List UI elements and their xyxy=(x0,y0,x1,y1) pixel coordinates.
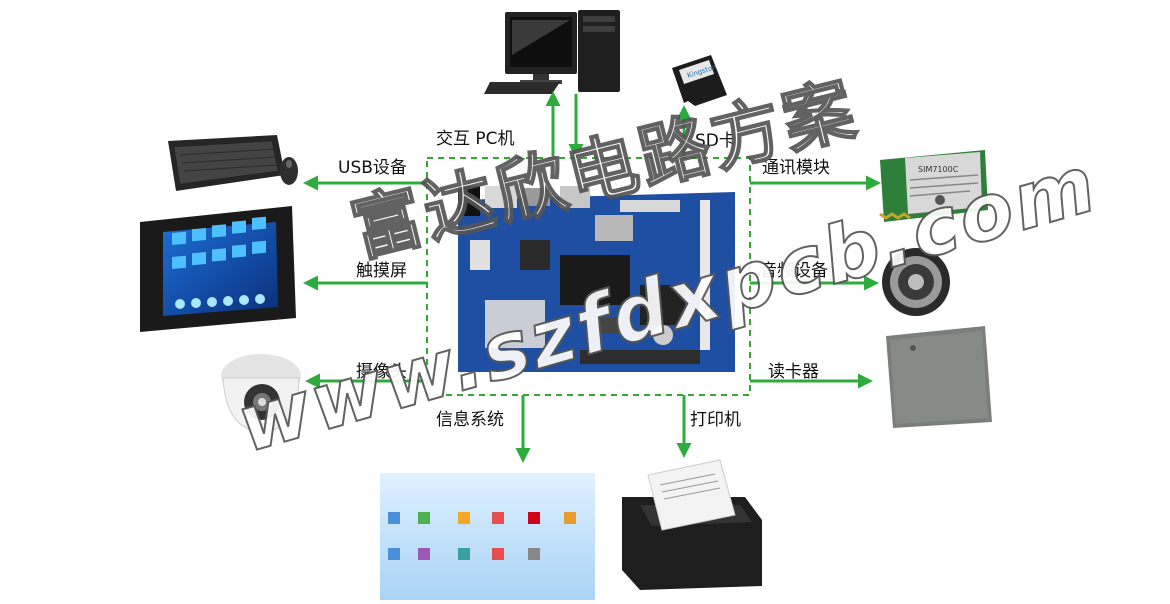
audio-device-illustration xyxy=(882,248,950,316)
label-pc: 交互 PC机 xyxy=(436,129,515,149)
label-touch: 触摸屏 xyxy=(356,261,407,281)
label-printer: 打印机 xyxy=(690,410,741,430)
board-frame xyxy=(426,157,751,396)
label-comm: 通讯模块 xyxy=(762,158,830,178)
label-camera: 摄像头 xyxy=(356,362,407,382)
usb-device-illustration xyxy=(168,135,298,191)
info-system-illustration xyxy=(380,473,595,600)
label-audio: 音频设备 xyxy=(760,261,828,281)
arrows xyxy=(303,91,881,463)
pc-illustration xyxy=(484,10,620,94)
label-reader: 读卡器 xyxy=(768,362,819,382)
label-info: 信息系统 xyxy=(436,410,504,430)
sd-card-illustration: Kingston xyxy=(672,55,727,106)
touch-screen-illustration xyxy=(140,206,296,332)
printer-illustration xyxy=(622,459,762,590)
mainboard xyxy=(458,186,735,372)
label-usb: USB设备 xyxy=(338,158,407,178)
comm-module-illustration: SIM7100C xyxy=(879,150,988,222)
camera-illustration xyxy=(221,354,301,433)
svg-text:SIM7100C: SIM7100C xyxy=(918,165,959,174)
card-reader-illustration xyxy=(886,326,992,428)
label-sd: SD卡 xyxy=(695,131,736,151)
